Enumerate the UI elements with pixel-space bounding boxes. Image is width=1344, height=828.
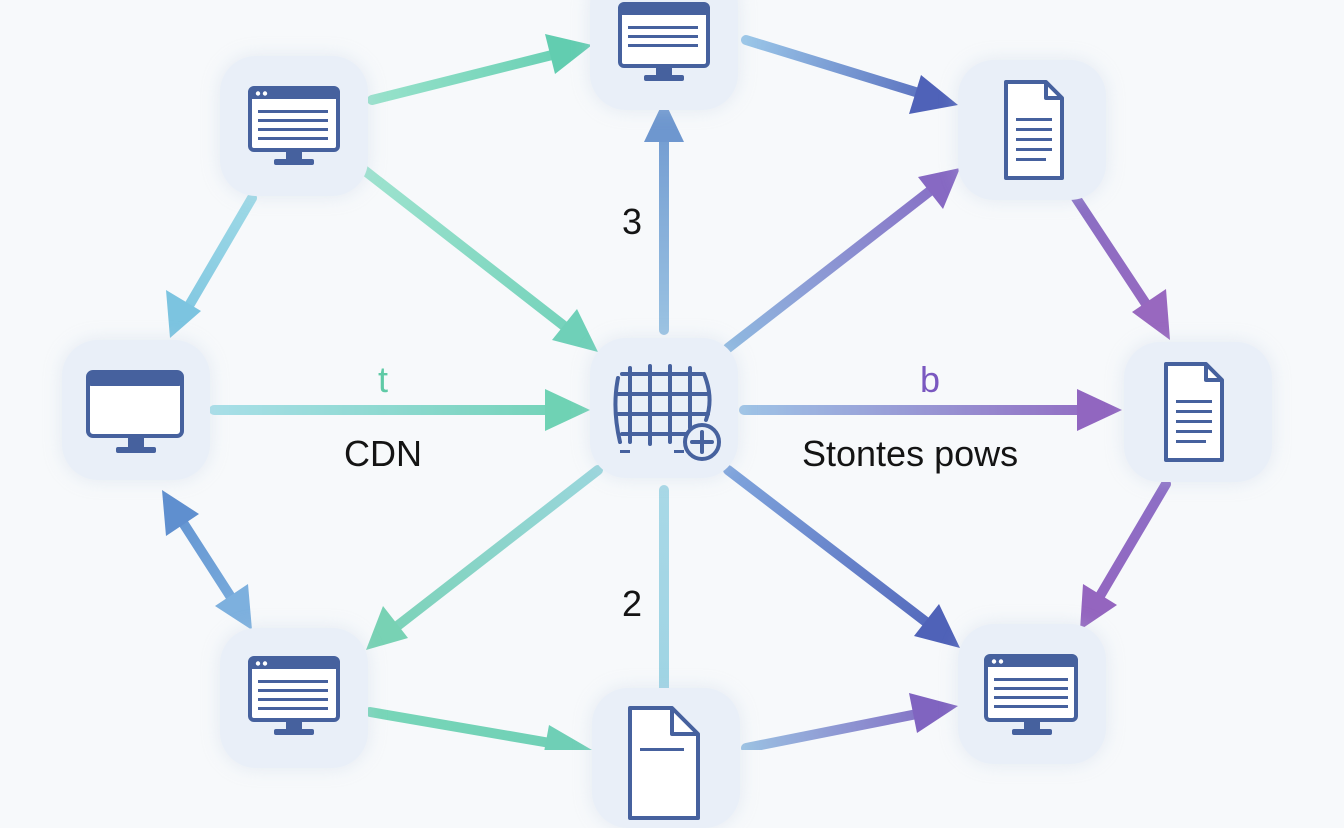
document-icon (628, 706, 700, 820)
node-monitor-lower-right[interactable] (958, 624, 1106, 764)
arrowhead (914, 604, 960, 648)
browser-monitor-icon (248, 86, 340, 165)
edge-upper-left-to-left (185, 193, 257, 309)
arrowhead (162, 490, 199, 536)
node-hub-center[interactable] (590, 338, 738, 478)
edge-upper-left-to-hub (359, 165, 573, 334)
arrowhead (545, 34, 592, 74)
edge-upper-right-to-right (1071, 193, 1155, 315)
arrowhead (366, 606, 408, 650)
arrowhead (909, 75, 958, 114)
node-monitor-top[interactable] (590, 0, 738, 110)
edge-hub-to-lower-right (723, 465, 935, 630)
document-icon (1004, 80, 1064, 180)
edges (162, 34, 1171, 750)
edge-top-to-upper-right (741, 35, 927, 99)
edge-right-to-lower-right (1095, 479, 1171, 601)
edge-hub-to-upper-right (723, 186, 935, 353)
edge-label-right-letter: b (920, 359, 941, 400)
browser-monitor-icon (984, 654, 1078, 735)
edge-bottom-to-lower-right (741, 708, 927, 750)
edge-label-cdn: CDN (344, 433, 422, 474)
arrowhead (545, 389, 590, 431)
arrowhead (552, 309, 598, 352)
edge-label-upper-number: 3 (622, 201, 643, 242)
network-diagram (162, 34, 1171, 750)
grid-network-add-icon (613, 364, 721, 461)
browser-monitor-icon (248, 656, 340, 735)
arrowhead (215, 584, 252, 630)
arrowhead (918, 168, 960, 209)
arrowhead (909, 693, 958, 733)
browser-monitor-icon (618, 2, 710, 81)
edge-lower-left-to-bottom (365, 707, 561, 749)
edge-label-lower-number: 2 (622, 583, 643, 624)
node-monitor-upper-left[interactable] (220, 56, 368, 196)
node-monitor-left[interactable] (62, 340, 210, 480)
node-document-upper-right[interactable] (958, 60, 1106, 200)
node-document-right[interactable] (1124, 342, 1272, 482)
node-document-bottom[interactable] (592, 688, 740, 828)
document-icon (1164, 362, 1224, 462)
arrowhead (1077, 389, 1122, 431)
arrowhead (1132, 289, 1170, 340)
arrowhead (544, 725, 592, 750)
edge-hub-to-lower-left (391, 465, 603, 632)
arrowhead (166, 290, 201, 338)
arrowhead (1080, 584, 1117, 630)
node-monitor-lower-left[interactable] (220, 628, 368, 768)
edge-upper-left-to-top (367, 49, 561, 105)
edge-left-to-lower-left (175, 513, 239, 607)
monitor-icon (86, 370, 184, 453)
edge-label-right-text: Stontes pows (802, 433, 1019, 474)
edge-label-left-letter: t (378, 359, 389, 400)
arrowhead (644, 100, 684, 142)
